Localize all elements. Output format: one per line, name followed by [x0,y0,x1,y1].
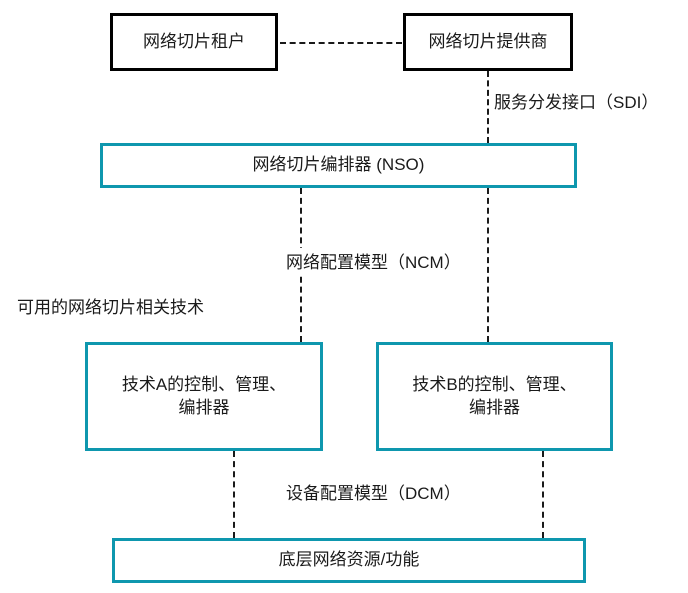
node-network-slice-provider[interactable]: 网络切片提供商 [403,13,573,71]
connector-provider-to-nso [487,71,489,143]
connector-nso-to-tech-b [487,188,489,342]
connector-tech-b-to-infrastructure [542,451,544,538]
connector-tenant-to-provider [280,42,402,44]
interface-label-dcm: 设备配置模型（DCM） [284,479,463,504]
node-underlying-network-resources[interactable]: 底层网络资源/功能 [112,538,586,583]
node-network-slice-tenant[interactable]: 网络切片租户 [110,13,278,71]
node-technology-a-controller[interactable]: 技术A的控制、管理、 编排器 [85,342,323,451]
annotation-available-technologies: 可用的网络切片相关技术 [15,293,206,318]
interface-label-sdi: 服务分发接口（SDI） [492,88,661,113]
node-technology-b-controller[interactable]: 技术B的控制、管理、 编排器 [376,342,613,451]
connector-tech-a-to-infrastructure [233,451,235,538]
interface-label-ncm: 网络配置模型（NCM） [284,248,463,273]
node-network-slice-orchestrator[interactable]: 网络切片编排器 (NSO) [100,143,577,188]
